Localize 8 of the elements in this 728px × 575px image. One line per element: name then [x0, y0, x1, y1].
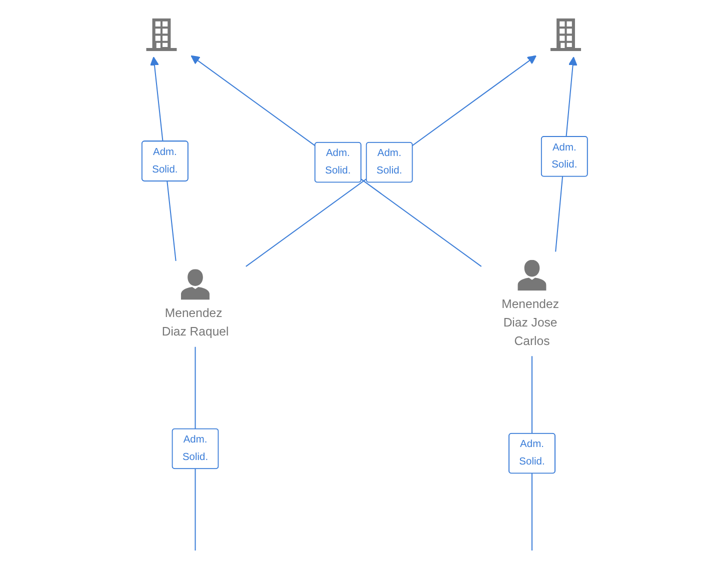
edge-label: Adm. Solid.	[172, 428, 220, 470]
edge-label: Adm. Solid.	[541, 136, 588, 177]
edge-label: Adm. Solid.	[142, 140, 189, 182]
person-name: Menendez Diaz Jose Carlos	[500, 296, 560, 350]
person-name: Menendez Diaz Raquel	[161, 304, 230, 341]
edge-label: Adm. Solid.	[508, 432, 556, 474]
edge-label: Adm. Solid.	[366, 142, 414, 183]
edge-label: Adm. Solid.	[314, 142, 362, 183]
